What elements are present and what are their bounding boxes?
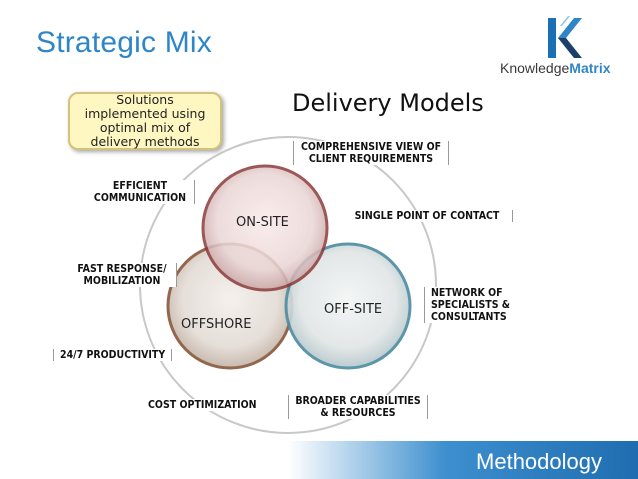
footer-label: Methodology <box>476 449 602 474</box>
efficient-line-2: COMMUNICATION <box>93 192 187 204</box>
broader-line-2: & RESOURCES <box>320 407 396 419</box>
callout-box: Solutions implemented using optimal mix … <box>68 92 222 150</box>
single-point-label: SINGLE POINT OF CONTACT <box>348 210 513 222</box>
comprehensive-line-1: COMPREHENSIVE VIEW OF <box>300 141 442 153</box>
network-line-2: SPECIALISTS & <box>431 299 511 311</box>
cost-optimization-label: COST OPTIMIZATION <box>148 399 257 411</box>
logo-wordmark: KnowledgeMatrix <box>500 60 611 76</box>
slide-title: Strategic Mix <box>36 26 212 59</box>
broader-capabilities-label: BROADER CAPABILITIES & RESOURCES <box>288 395 428 419</box>
offsite-circle <box>284 242 412 370</box>
fast-line-1: FAST RESPONSE/ <box>77 263 167 275</box>
productivity-label: 24/7 PRODUCTIVITY <box>53 349 173 361</box>
onsite-circle <box>201 164 329 292</box>
network-label: NETWORK OF SPECIALISTS & CONSULTANTS <box>424 287 511 323</box>
fast-response-label: FAST RESPONSE/ MOBILIZATION <box>74 263 177 287</box>
footer-bar: Methodology <box>288 441 638 479</box>
efficient-line-1: EFFICIENT <box>112 180 168 192</box>
offsite-label: OFF-SITE <box>324 302 383 317</box>
onsite-label: ON-SITE <box>236 215 289 230</box>
efficient-communication-label: EFFICIENT COMMUNICATION <box>92 180 195 204</box>
diagram-heading: Delivery Models <box>292 89 484 117</box>
logo-prefix: Knowledge <box>500 60 570 76</box>
broader-line-1: BROADER CAPABILITIES <box>295 395 421 407</box>
comprehensive-view-label: COMPREHENSIVE VIEW OF CLIENT REQUIREMENT… <box>293 141 449 165</box>
network-line-3: CONSULTANTS <box>431 311 507 323</box>
knowledgematrix-logo-icon <box>548 16 582 58</box>
offshore-label: OFFSHORE <box>181 317 252 332</box>
fast-line-2: MOBILIZATION <box>83 275 161 287</box>
network-line-1: NETWORK OF <box>431 287 503 299</box>
comprehensive-line-2: CLIENT REQUIREMENTS <box>308 153 434 165</box>
logo-suffix: Matrix <box>569 60 611 76</box>
